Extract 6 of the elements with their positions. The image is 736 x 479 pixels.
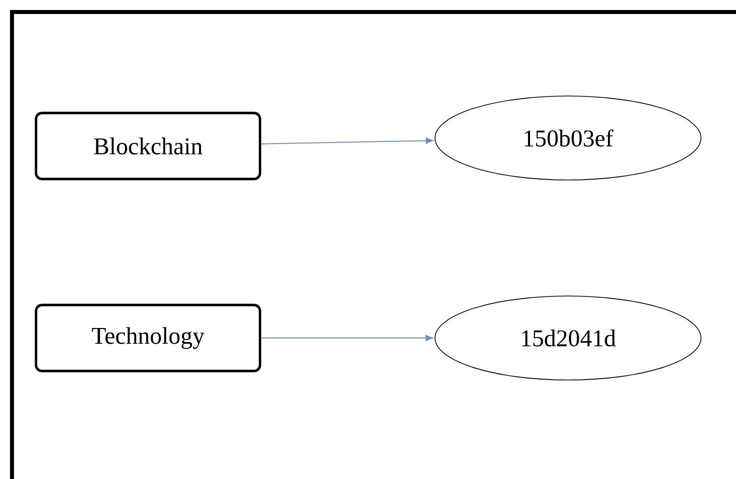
process-box: Blockchain	[34, 112, 262, 180]
process-box: Technology	[34, 304, 262, 372]
ellipse-node: 150b03ef	[434, 96, 702, 180]
arrow	[260, 138, 434, 144]
arrow	[260, 334, 434, 342]
ellipse-node: 15d2041d	[434, 296, 702, 380]
